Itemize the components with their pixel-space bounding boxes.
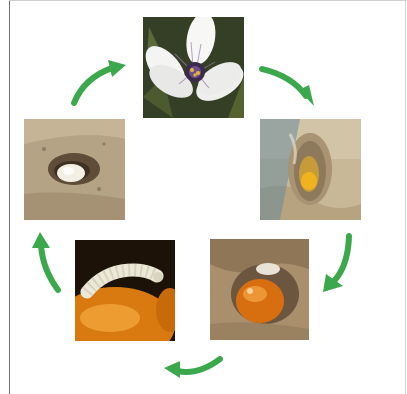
larva-stage-image xyxy=(75,240,175,341)
bee-in-burrow-photo-icon xyxy=(24,119,125,220)
orange-pupa-photo-icon xyxy=(210,239,309,340)
pupa-stage-image xyxy=(210,239,309,340)
frame-border-right xyxy=(405,0,406,394)
frame-border-top xyxy=(9,0,407,1)
flower-stage-image xyxy=(143,17,244,118)
larva-photo-icon xyxy=(75,240,175,341)
egg-stage-image xyxy=(260,119,361,220)
egg-in-soil-photo-icon xyxy=(260,119,361,220)
adult-stage-image xyxy=(24,119,125,220)
arrow-adult-to-flower-icon xyxy=(74,68,112,103)
arrow-flower-to-egg-icon xyxy=(262,69,306,96)
flower-photo-icon xyxy=(143,17,244,118)
arrow-egg-to-pupa-icon xyxy=(334,236,349,281)
frame-border-left xyxy=(9,0,10,394)
arrow-larva-to-adult-icon xyxy=(41,244,58,290)
arrow-pupa-to-larva-icon xyxy=(174,359,220,372)
